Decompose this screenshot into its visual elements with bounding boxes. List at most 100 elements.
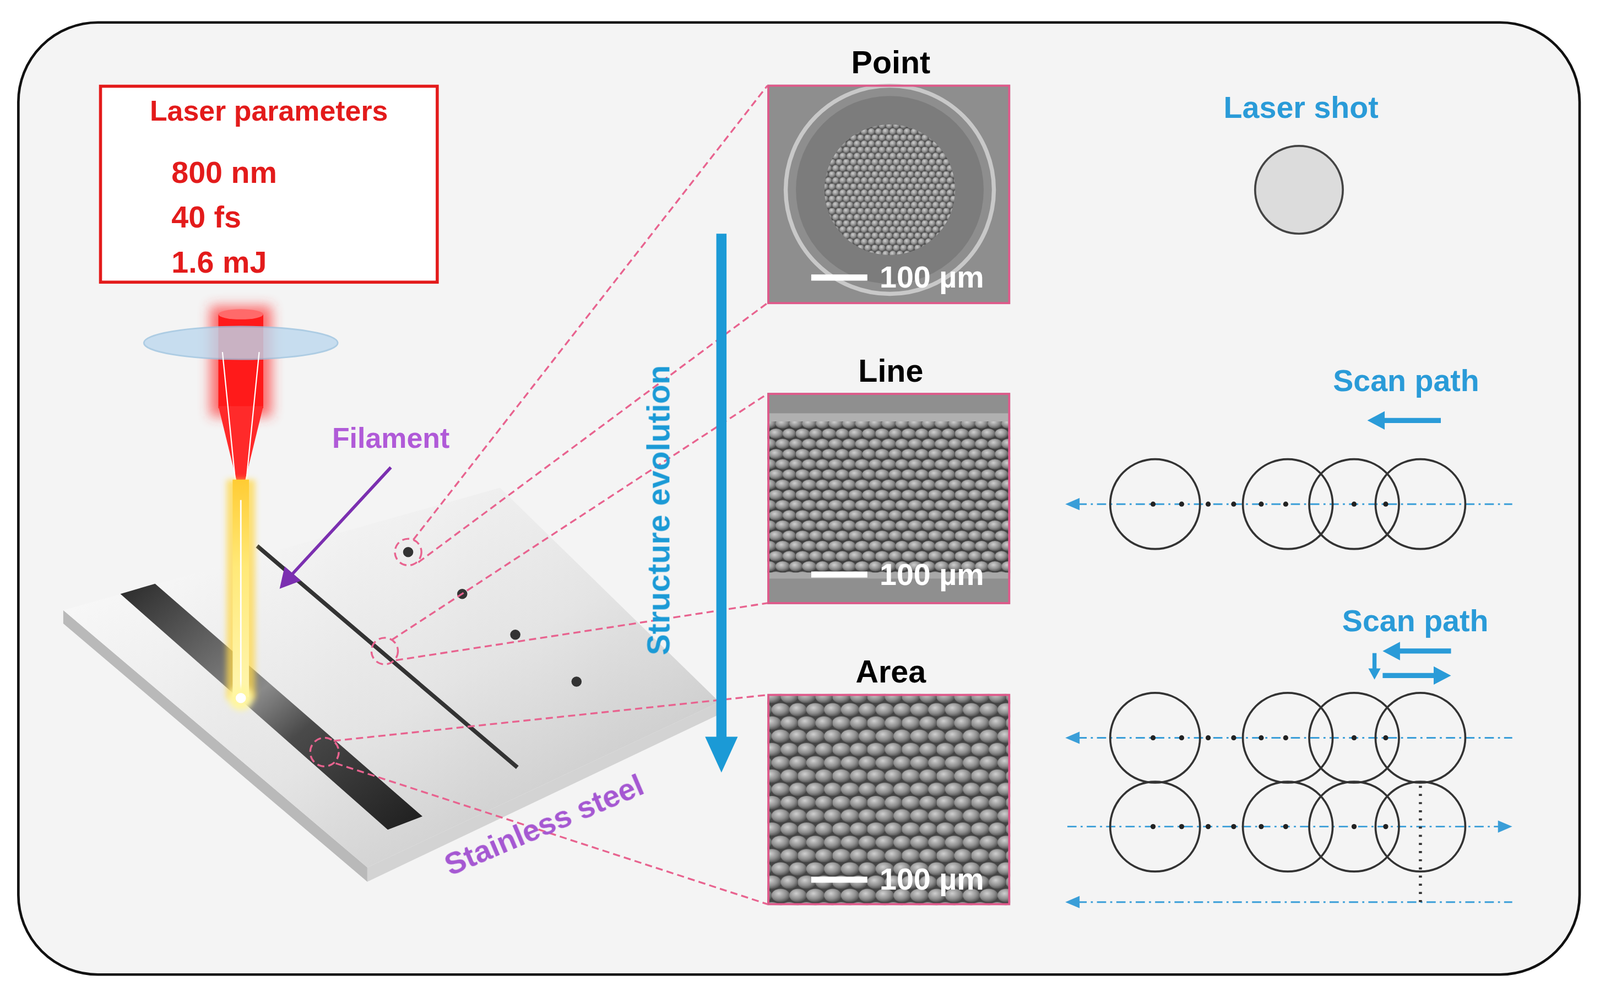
evolution-arrow [716, 233, 728, 740]
laser-shot-outline [1110, 459, 1201, 550]
scan-path-line [1077, 503, 1512, 506]
scale-bar [811, 876, 868, 883]
arrow-head [1367, 411, 1385, 430]
leader-line [418, 302, 768, 563]
sem-image-box: Line100 µm [767, 392, 1011, 604]
filament-pointer [291, 467, 392, 575]
pulse-dot [1382, 735, 1388, 741]
pulse-dot [1283, 501, 1289, 507]
pulse-dot [1258, 823, 1264, 829]
zoom-marker [310, 737, 339, 767]
pulse-dot [1179, 823, 1185, 829]
laser-shot-outline [1375, 692, 1466, 783]
crater-rim [785, 85, 995, 295]
scale-label: 100 µm [879, 861, 985, 896]
laser-shot-outline [1110, 692, 1201, 783]
arrow-head [1433, 666, 1451, 685]
leader-line [413, 85, 768, 540]
focusing-lens [143, 326, 338, 360]
laser-shot-outline [1243, 781, 1333, 872]
area-scan-strip [120, 583, 423, 830]
filament-core [240, 500, 242, 698]
legend-label: Scan path [1342, 603, 1489, 638]
laser-glow [210, 306, 272, 417]
scan-path-line [1077, 736, 1512, 739]
sem-edge [767, 413, 1011, 422]
panel-heading: Point [749, 45, 1033, 81]
box-heading: Laser parameters [101, 95, 436, 128]
pulse-dot [1205, 735, 1211, 741]
pulse-dot [1179, 501, 1185, 507]
parameter-box: Laser parameters800 nm40 fs1.6 mJ [99, 84, 439, 284]
arrow-head [1065, 896, 1080, 909]
pulse-dot [1351, 501, 1357, 507]
crater [795, 95, 984, 284]
laser-shot-circle [1255, 145, 1343, 234]
arrow-head [1065, 731, 1080, 744]
crater-structures [824, 124, 956, 256]
pulse-dot [1351, 735, 1357, 741]
arrow-head [704, 736, 738, 773]
axis-label: Structure evolution [641, 365, 677, 656]
panel-heading: Line [749, 354, 1033, 389]
pulse-dot [1205, 501, 1211, 507]
laser-spot [235, 692, 247, 704]
point-ablation [510, 629, 521, 640]
sem-image [767, 84, 1011, 305]
raster-step-line [1418, 785, 1423, 903]
legend-label: Laser shot [1223, 90, 1379, 124]
scan-path-line [1077, 901, 1512, 903]
pulse-dot [1230, 735, 1236, 741]
pulse-dot [1230, 823, 1236, 829]
arrow-head [1368, 668, 1381, 680]
pulse-dot [1150, 501, 1156, 507]
pulse-dot [1258, 501, 1264, 507]
pulse-dot [1179, 735, 1185, 741]
point-ablation [571, 676, 583, 687]
sem-image-box: Point100 µm [767, 84, 1011, 305]
pulse-dot [1258, 735, 1264, 741]
pulse-dot [1283, 823, 1289, 829]
zoom-marker [371, 637, 398, 665]
pulse-dot [1150, 735, 1156, 741]
scale-label: 100 µm [879, 259, 985, 294]
parameter-value: 1.6 mJ [171, 245, 267, 279]
panel-frame [18, 22, 1580, 975]
laser-shot-outline [1243, 459, 1333, 550]
arrow-head [1382, 641, 1400, 660]
filament-label: Filament [332, 422, 450, 455]
parameter-value: 800 nm [171, 155, 278, 189]
pulse-dot [1230, 501, 1236, 507]
arrow-head [1065, 497, 1080, 511]
filament-beam [232, 479, 249, 698]
scale-bar [811, 274, 868, 281]
sem-image [767, 392, 1011, 604]
plate-top [63, 487, 720, 868]
panel-heading: Area [749, 654, 1033, 690]
sem-image [767, 693, 1011, 905]
scan-step [1372, 653, 1377, 670]
laser-shot-outline [1309, 781, 1399, 872]
leader-line [333, 695, 768, 741]
laser-shot-outline [1309, 692, 1399, 783]
point-ablation [403, 546, 414, 558]
pulse-dot [1205, 823, 1211, 829]
scan-direction [1382, 418, 1441, 423]
laser-shot-outline [1243, 692, 1333, 783]
scan-direction [1382, 673, 1436, 679]
laser-beam-top [218, 308, 264, 320]
sem-image-box: Area100 µm [767, 693, 1011, 905]
scan-direction [1397, 648, 1451, 654]
laser-shot-outline [1309, 459, 1399, 550]
laser-shot-outline [1110, 781, 1201, 872]
line-scan-track [257, 545, 518, 768]
scale-label: 100 µm [879, 557, 985, 591]
pulse-dot [1351, 823, 1357, 829]
pulse-dot [1150, 823, 1156, 829]
arrow-head [1498, 820, 1513, 833]
arrow-head [279, 566, 302, 589]
leader-line [335, 763, 768, 905]
zoom-marker [394, 538, 422, 566]
laser-spot-glow [228, 685, 253, 710]
